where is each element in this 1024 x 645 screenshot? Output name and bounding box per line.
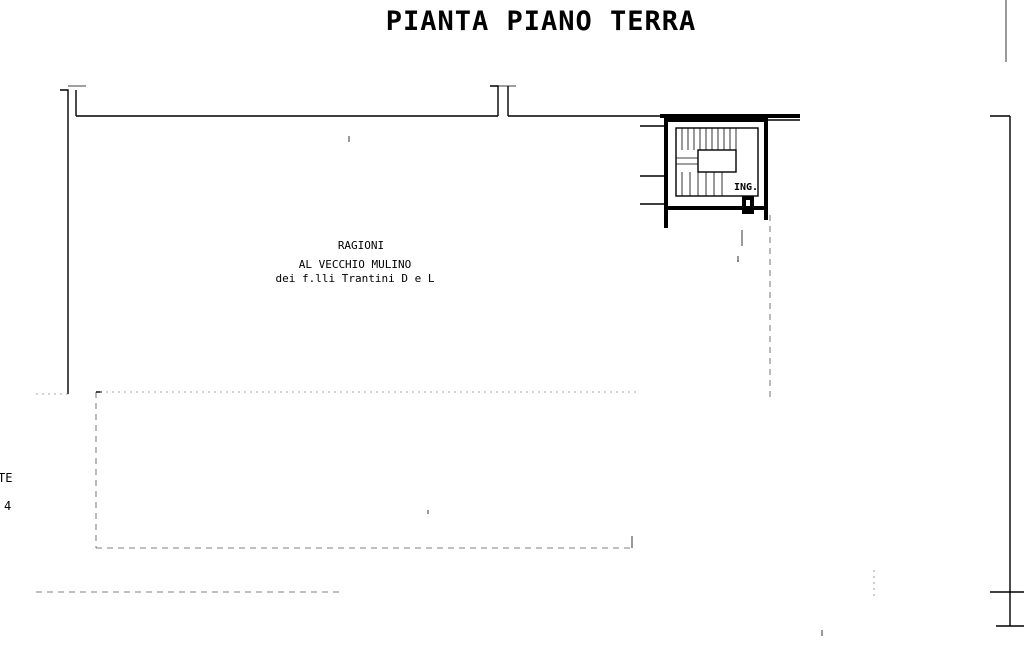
stair-label: ING. <box>734 182 758 193</box>
staircase: ING. <box>640 114 800 228</box>
main-building-outline <box>36 85 771 400</box>
room-label-line2: AL VECCHIO MULINO <box>299 258 412 271</box>
lower-annex-outline <box>95 391 640 549</box>
room-label-line3: dei f.lli Trantini D e L <box>276 272 435 285</box>
right-bracket <box>873 115 1024 627</box>
plan-title: PIANTA PIANO TERRA <box>386 6 697 37</box>
edge-text-line1: TE <box>0 471 12 485</box>
edge-text-line2: 4 <box>4 499 11 513</box>
room-label-line1: RAGIONI <box>338 239 384 252</box>
